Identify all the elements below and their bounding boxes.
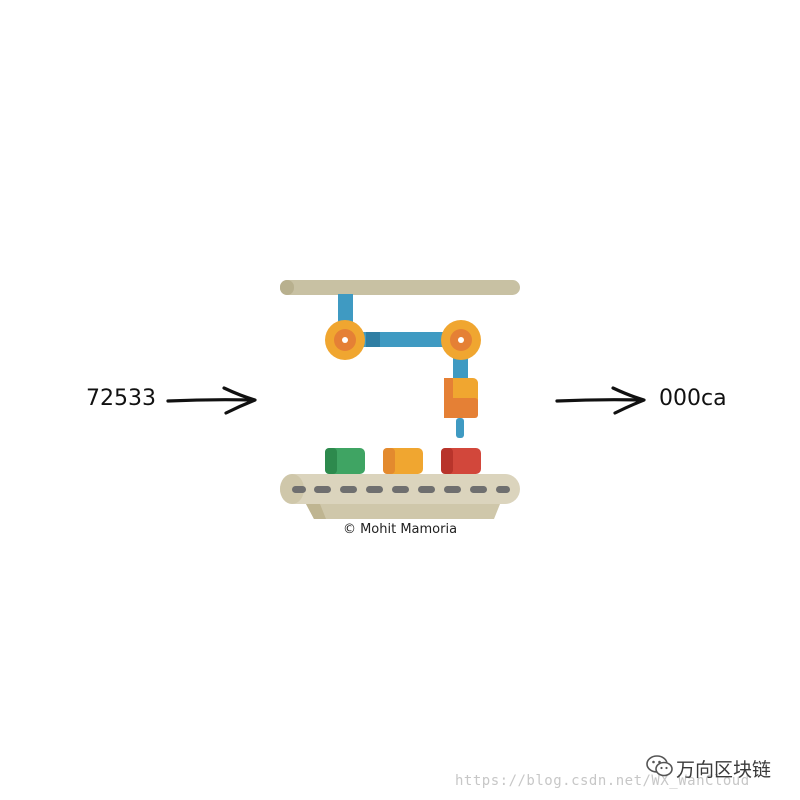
credit-text: © Mohit Mamoria [342,522,458,537]
output-value: 000ca [659,386,727,411]
beam [280,280,520,295]
robotic-arm-conveyor-icon [280,280,520,519]
input-arrow-icon [166,386,257,415]
watermark-url: https://blog.csdn.net/WX_WanCloud [455,773,750,789]
watermark-brand: 万向区块链 [676,759,772,781]
input-value: 72533 [86,386,156,411]
belt-dashes [292,486,510,493]
conveyor-base [306,504,500,519]
wechat-icon [646,755,673,777]
output-arrow-icon [555,386,646,415]
